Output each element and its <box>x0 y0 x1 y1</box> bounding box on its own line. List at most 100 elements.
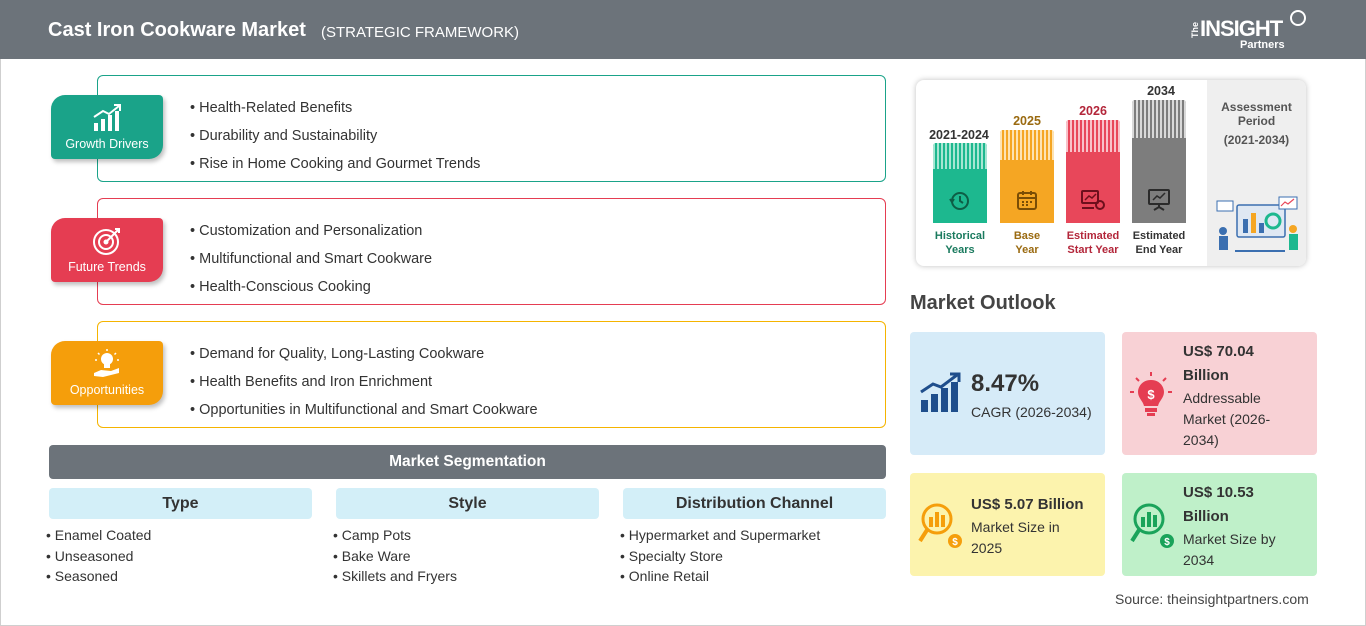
growth-drivers-tag: Growth Drivers <box>51 95 163 159</box>
list-item: Enamel Coated <box>46 525 152 546</box>
future-trends-tag: Future Trends <box>51 218 163 282</box>
page-title: Cast Iron Cookware Market <box>48 19 306 41</box>
label-line: 2025 <box>971 540 1003 556</box>
opportunities-tag: Opportunities <box>51 341 163 405</box>
period-bar-end <box>1132 100 1186 223</box>
growth-chart-icon <box>93 104 121 131</box>
source-credit: Source: theinsightpartners.com <box>1115 591 1309 607</box>
growth-drivers-label: Growth Drivers <box>65 137 149 151</box>
value-line: Billion <box>1183 367 1229 384</box>
growth-bar-chart-icon <box>920 372 961 412</box>
page-subtitle: (STRATEGIC FRAMEWORK) <box>321 24 520 41</box>
segmentation-header: Market Segmentation <box>49 445 886 479</box>
money-bulb-icon: $ <box>1130 372 1172 416</box>
period-label-base: Base Year <box>987 229 1067 257</box>
bar-stripes <box>1066 120 1120 152</box>
list-item: Camp Pots <box>333 525 457 546</box>
list-item: Customization and Personalization <box>190 217 432 245</box>
value-line: US$ 70.04 <box>1183 343 1254 360</box>
svg-text:$: $ <box>1164 537 1170 548</box>
list-item: Bake Ware <box>333 546 457 567</box>
presentation-icon <box>1148 189 1170 211</box>
future-trends-list: Customization and Personalization Multif… <box>190 217 432 301</box>
list-item: Health Benefits and Iron Enrichment <box>190 368 538 396</box>
label-line: Historical <box>934 230 986 242</box>
segment-type-title: Type <box>49 488 312 519</box>
label-line: Market (2026- <box>1183 411 1271 427</box>
list-item: Seasoned <box>46 566 151 587</box>
cagr-value: 8.47% <box>971 370 1040 397</box>
value-line: US$ 10.53 <box>1183 484 1254 501</box>
opportunities-box: Demand for Quality, Long-Lasting Cookwar… <box>97 321 886 428</box>
list-item: Unseasoned <box>46 546 151 567</box>
cagr-card: 8.47% CAGR (2026-2034) <box>910 332 1105 455</box>
list-item: Hypermarket and Supermarket <box>620 525 820 546</box>
value-line: Billion <box>1183 508 1229 525</box>
label-line: 2034 <box>1183 552 1215 568</box>
label-line: Estimated <box>1132 230 1186 242</box>
market-size-2034-value: US$ 10.53 Billion <box>1183 481 1254 529</box>
list-item: Health-Related Benefits <box>190 94 480 122</box>
period-label-historical: Historical Years <box>920 229 1000 257</box>
period-year-base: 2025 <box>1013 114 1041 128</box>
label-line: Estimated <box>1066 230 1120 242</box>
header-bar: Cast Iron Cookware Market (STRATEGIC FRA… <box>0 0 1366 59</box>
history-icon <box>949 192 969 210</box>
label-line: Market Size in <box>971 519 1060 535</box>
label-line: End Year <box>1135 244 1183 256</box>
label-line: 2034) <box>1183 432 1219 448</box>
market-size-2025-label: Market Size in 2025 <box>971 517 1060 559</box>
period-year-historical: 2021-2024 <box>929 128 989 142</box>
analytics-icon <box>1081 190 1105 210</box>
bar-stripes <box>1132 100 1186 138</box>
opportunities-label: Opportunities <box>69 383 145 397</box>
cagr-label: CAGR (2026-2034) <box>971 404 1092 420</box>
label-line: Start Year <box>1067 244 1119 256</box>
assessment-period-card: 2021-2024 Historical Years 2025 Base Yea… <box>916 80 1306 266</box>
period-bar-historical <box>933 143 987 223</box>
assessment-title: Assessment Period <box>1221 100 1292 128</box>
opportunities-list: Demand for Quality, Long-Lasting Cookwar… <box>190 340 538 424</box>
future-trends-label: Future Trends <box>68 260 146 274</box>
addressable-label: Addressable Market (2026- 2034) <box>1183 388 1270 451</box>
period-bar-start <box>1066 120 1120 223</box>
list-item: Opportunities in Multifunctional and Sma… <box>190 396 538 424</box>
target-icon <box>93 228 120 255</box>
label-line: Market Size by <box>1183 531 1276 547</box>
list-item: Durability and Sustainability <box>190 122 480 150</box>
label-line: Years <box>945 244 975 256</box>
lightbulb-hand-icon <box>94 349 119 377</box>
list-item: Multifunctional and Smart Cookware <box>190 245 432 273</box>
growth-drivers-list: Health-Related Benefits Durability and S… <box>190 94 480 178</box>
list-item: Health-Conscious Cooking <box>190 273 432 301</box>
logo-the-text: The <box>1190 22 1200 39</box>
list-item: Specialty Store <box>620 546 820 567</box>
svg-text:$: $ <box>952 537 958 548</box>
logo-insight-text: INSIGHT <box>1200 16 1283 41</box>
growth-drivers-box: Health-Related Benefits Durability and S… <box>97 75 886 182</box>
period-bar-base <box>1000 130 1054 223</box>
segment-distribution-title: Distribution Channel <box>623 488 886 519</box>
list-item: Demand for Quality, Long-Lasting Cookwar… <box>190 340 538 368</box>
list-item: Rise in Home Cooking and Gourmet Trends <box>190 150 480 178</box>
segment-type-list: Enamel Coated Unseasoned Seasoned <box>46 525 152 587</box>
calendar-icon <box>1017 191 1037 210</box>
future-trends-box: Customization and Personalization Multif… <box>97 198 886 305</box>
insight-partners-logo: The INSIGHT Partners <box>1190 10 1310 54</box>
bar-stripes <box>1000 130 1054 160</box>
logo-loop-icon <box>1290 10 1306 26</box>
magnifier-chart-icon: $ <box>918 503 962 548</box>
market-outlook-title: Market Outlook <box>910 292 1056 314</box>
assessment-side-panel: Assessment Period (2021-2034) <box>1207 80 1306 266</box>
period-label-end: Estimated End Year <box>1119 229 1199 257</box>
segment-style-title: Style <box>336 488 599 519</box>
label-line: Base <box>1013 230 1041 242</box>
list-item: Skillets and Fryers <box>333 566 457 587</box>
segment-distribution-list: Hypermarket and Supermarket Specialty St… <box>620 525 820 587</box>
list-item: Online Retail <box>620 566 820 587</box>
svg-text:$: $ <box>1147 387 1155 402</box>
market-size-2025-card: $ US$ 5.07 Billion Market Size in 2025 <box>910 473 1105 576</box>
magnifier-chart-icon: $ <box>1130 503 1174 548</box>
market-size-2025-value: US$ 5.07 Billion <box>971 496 1084 513</box>
label-line: Addressable <box>1183 390 1261 406</box>
